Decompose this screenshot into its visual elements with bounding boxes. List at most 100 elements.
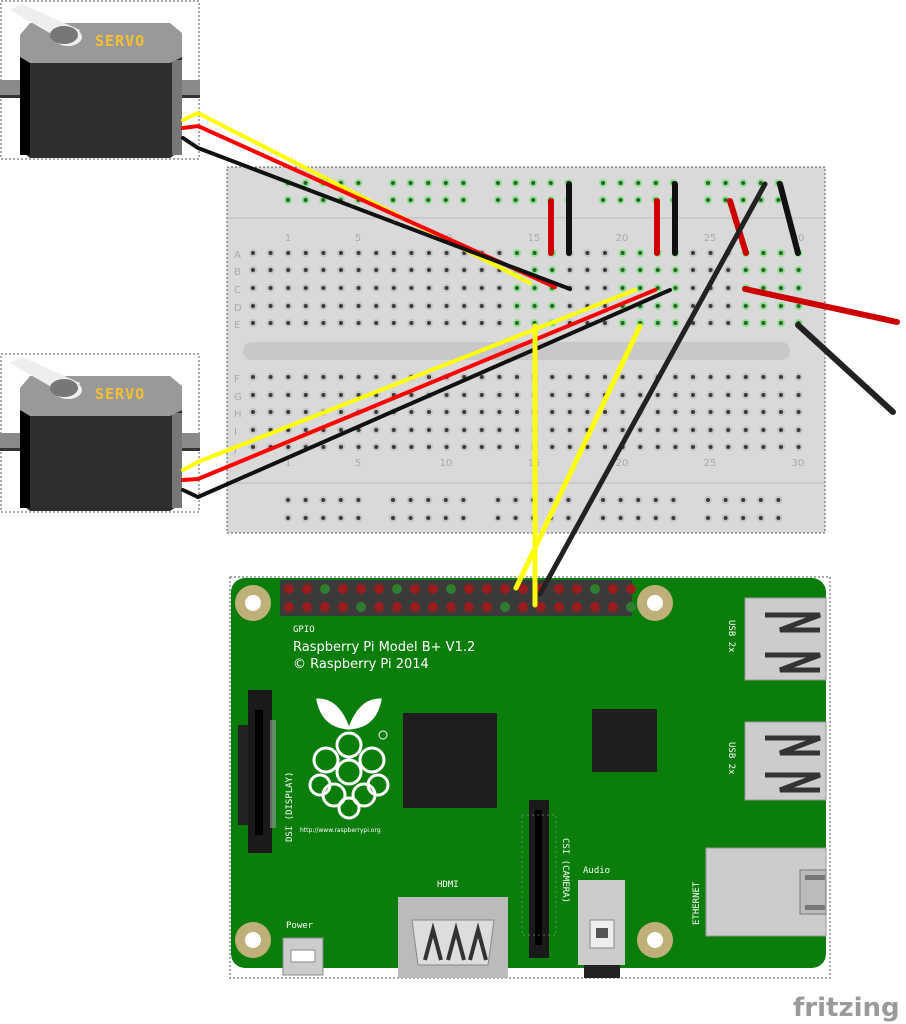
breadboard-hole[interactable] xyxy=(618,373,627,381)
breadboard-hole[interactable] xyxy=(319,391,328,399)
breadboard-hole[interactable] xyxy=(389,319,398,327)
breadboard-hole[interactable] xyxy=(756,496,765,504)
breadboard-hole[interactable] xyxy=(477,408,486,416)
breadboard-hole[interactable] xyxy=(301,408,310,416)
breadboard-hole[interactable] xyxy=(284,514,292,522)
breadboard-hole[interactable] xyxy=(511,196,520,204)
breadboard-hole[interactable] xyxy=(759,426,768,434)
breadboard-hole[interactable] xyxy=(389,443,398,451)
breadboard-hole[interactable] xyxy=(266,249,275,257)
breadboard-hole[interactable] xyxy=(689,391,697,399)
breadboard-hole[interactable] xyxy=(477,443,486,451)
gpio-pin[interactable] xyxy=(446,602,456,612)
gpio-pin[interactable] xyxy=(374,602,384,612)
breadboard-hole[interactable] xyxy=(249,284,257,292)
breadboard-hole[interactable] xyxy=(583,408,592,416)
breadboard-hole[interactable] xyxy=(564,496,573,504)
gpio-pin[interactable] xyxy=(464,584,474,594)
breadboard-hole[interactable] xyxy=(424,496,433,504)
breadboard-hole[interactable] xyxy=(284,196,292,204)
gpio-pin[interactable] xyxy=(590,602,600,612)
breadboard-hole[interactable] xyxy=(599,179,607,187)
breadboard-hole[interactable] xyxy=(634,179,643,187)
breadboard-hole[interactable] xyxy=(495,373,504,381)
breadboard-hole[interactable] xyxy=(459,496,468,504)
breadboard-hole[interactable] xyxy=(706,391,715,399)
breadboard-hole[interactable] xyxy=(301,319,310,327)
breadboard-hole[interactable] xyxy=(494,496,502,504)
breadboard-hole[interactable] xyxy=(704,514,712,522)
breadboard-hole[interactable] xyxy=(406,196,415,204)
breadboard-hole[interactable] xyxy=(618,426,627,434)
breadboard-hole[interactable] xyxy=(756,514,765,522)
breadboard-hole[interactable] xyxy=(741,443,750,451)
breadboard-hole[interactable] xyxy=(513,302,521,310)
breadboard-hole[interactable] xyxy=(618,391,627,399)
breadboard-hole[interactable] xyxy=(284,391,293,399)
breadboard-hole[interactable] xyxy=(777,302,785,310)
breadboard-hole[interactable] xyxy=(441,496,450,504)
breadboard-hole[interactable] xyxy=(442,249,451,257)
breadboard-hole[interactable] xyxy=(284,302,293,310)
breadboard-hole[interactable] xyxy=(494,179,502,187)
breadboard-hole[interactable] xyxy=(319,302,328,310)
breadboard-hole[interactable] xyxy=(442,302,451,310)
breadboard-hole[interactable] xyxy=(425,266,433,274)
breadboard-hole[interactable] xyxy=(546,496,555,504)
breadboard-hole[interactable] xyxy=(249,249,257,257)
breadboard-hole[interactable] xyxy=(653,443,662,451)
breadboard-hole[interactable] xyxy=(724,426,733,434)
breadboard-hole[interactable] xyxy=(777,373,785,381)
breadboard-hole[interactable] xyxy=(546,179,555,187)
breadboard-hole[interactable] xyxy=(601,249,609,257)
breadboard-hole[interactable] xyxy=(459,514,468,522)
breadboard-hole[interactable] xyxy=(389,496,397,504)
breadboard-hole[interactable] xyxy=(389,249,398,257)
wires[interactable] xyxy=(181,110,900,608)
breadboard-hole[interactable] xyxy=(583,249,592,257)
breadboard-hole[interactable] xyxy=(721,496,730,504)
breadboard-hole[interactable] xyxy=(319,284,328,292)
breadboard-hole[interactable] xyxy=(477,266,486,274)
breadboard-hole[interactable] xyxy=(739,514,748,522)
breadboard-hole[interactable] xyxy=(301,514,310,522)
gpio-pin[interactable] xyxy=(500,584,510,594)
breadboard-hole[interactable] xyxy=(424,179,433,187)
breadboard-hole[interactable] xyxy=(513,284,521,292)
breadboard-hole[interactable] xyxy=(794,266,803,274)
breadboard-hole[interactable] xyxy=(511,179,520,187)
breadboard-hole[interactable] xyxy=(529,196,538,204)
breadboard-hole[interactable] xyxy=(495,408,504,416)
breadboard-hole[interactable] xyxy=(354,319,363,327)
breadboard-hole[interactable] xyxy=(425,426,433,434)
breadboard-hole[interactable] xyxy=(724,284,733,292)
gpio-pin[interactable] xyxy=(392,584,402,594)
breadboard-hole[interactable] xyxy=(441,179,450,187)
gpio-pin[interactable] xyxy=(338,602,348,612)
breadboard-hole[interactable] xyxy=(794,426,803,434)
breadboard-hole[interactable] xyxy=(759,443,768,451)
breadboard-hole[interactable] xyxy=(583,266,592,274)
breadboard-hole[interactable] xyxy=(636,391,645,399)
breadboard-hole[interactable] xyxy=(284,319,293,327)
breadboard-hole[interactable] xyxy=(636,284,645,292)
breadboard-hole[interactable] xyxy=(741,391,750,399)
breadboard-hole[interactable] xyxy=(724,319,733,327)
breadboard-hole[interactable] xyxy=(336,496,345,504)
breadboard-hole[interactable] xyxy=(601,373,609,381)
breadboard-hole[interactable] xyxy=(301,179,310,187)
breadboard-hole[interactable] xyxy=(354,284,363,292)
breadboard-hole[interactable] xyxy=(511,496,520,504)
breadboard-hole[interactable] xyxy=(636,373,645,381)
breadboard-hole[interactable] xyxy=(706,443,715,451)
gpio-pin[interactable] xyxy=(320,602,330,612)
breadboard-hole[interactable] xyxy=(565,266,574,274)
breadboard-hole[interactable] xyxy=(777,408,785,416)
breadboard-hole[interactable] xyxy=(724,373,733,381)
breadboard-hole[interactable] xyxy=(319,319,328,327)
gpio-pin[interactable] xyxy=(464,602,474,612)
breadboard-hole[interactable] xyxy=(266,391,275,399)
breadboard-hole[interactable] xyxy=(530,249,539,257)
breadboard-hole[interactable] xyxy=(460,408,469,416)
breadboard-hole[interactable] xyxy=(425,249,433,257)
